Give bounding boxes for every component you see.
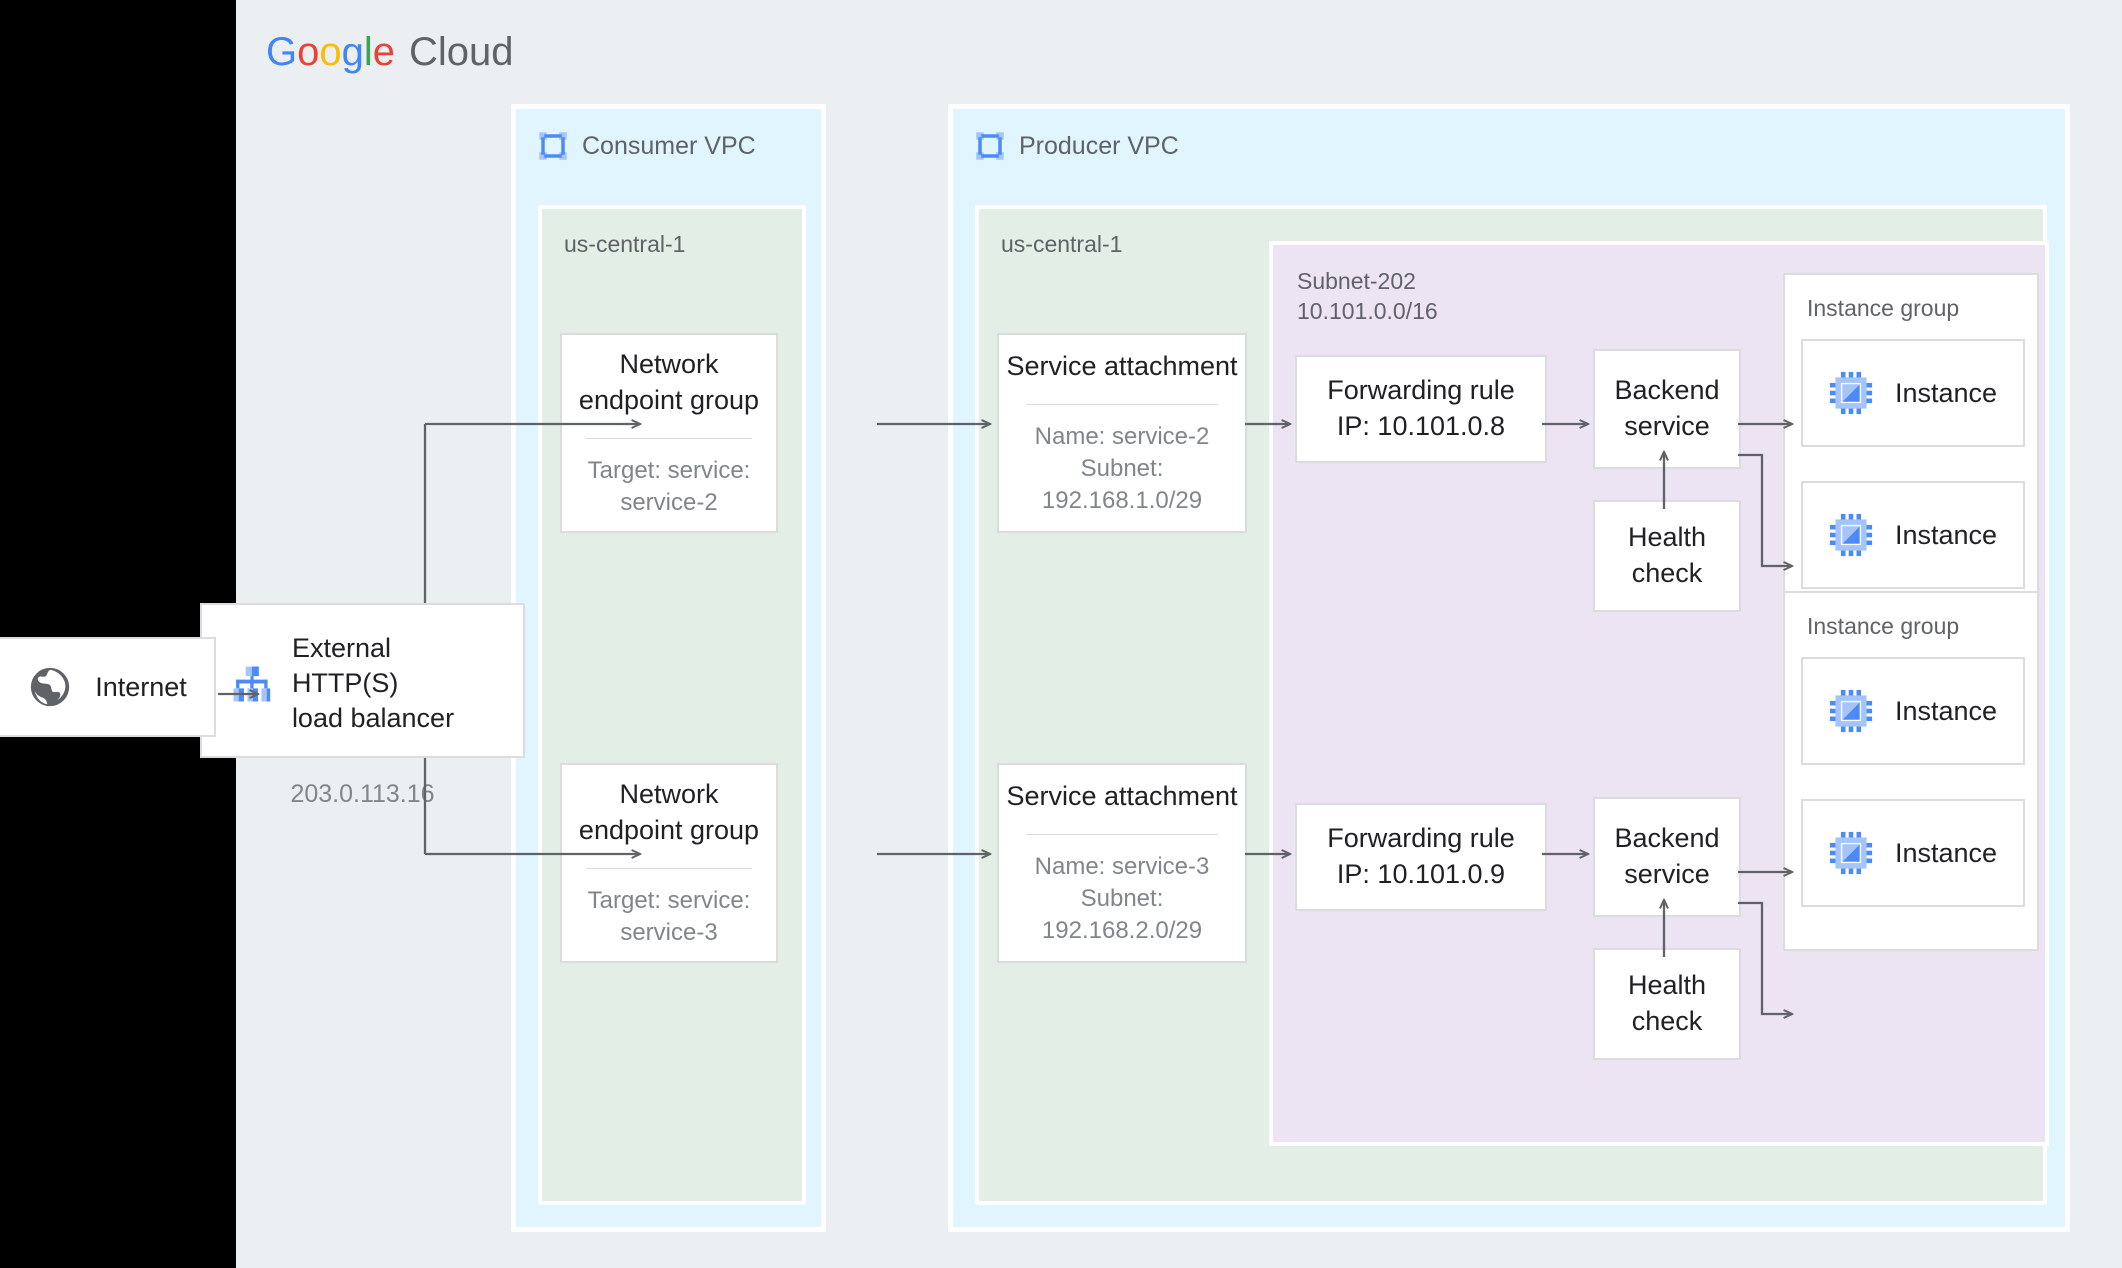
- chip-icon: [1829, 513, 1873, 557]
- consumer-vpc-container: Consumer VPC us-central-1 Network endpoi…: [511, 104, 826, 1232]
- neg-2-subtitle: Target: service: service-3: [587, 886, 751, 946]
- instance-2-2[interactable]: Instance: [1801, 799, 2025, 907]
- logo-letter-e: e: [372, 30, 396, 74]
- forwarding-rule-1-title: Forwarding rule IP: 10.101.0.8: [1327, 375, 1515, 441]
- load-balancer-ip: 203.0.113.16: [290, 780, 435, 809]
- logo-letter-o2: o: [319, 30, 342, 74]
- service-attachment-2[interactable]: Service attachment Name: service-3 Subne…: [997, 763, 1247, 963]
- logo-letter-o1: o: [297, 30, 320, 74]
- chip-icon: [1829, 371, 1873, 415]
- chip-icon: [1829, 831, 1873, 875]
- backend-service-2[interactable]: Backend service: [1593, 797, 1741, 917]
- internet-node[interactable]: Internet: [0, 637, 216, 737]
- subnet-202-label: Subnet-202 10.101.0.0/16: [1297, 268, 1438, 324]
- instance-1-2[interactable]: Instance: [1801, 481, 2025, 589]
- health-check-1-title: Health check: [1627, 522, 1707, 588]
- service-attachment-2-divider: [1026, 833, 1218, 835]
- neg-1-title: Network endpoint group: [578, 349, 760, 416]
- producer-vpc-container: Producer VPC us-central-1 Service attach…: [948, 104, 2070, 1232]
- consumer-vpc-label: Consumer VPC: [582, 131, 756, 160]
- logo-letter-g1: G: [266, 30, 298, 74]
- backend-service-1-title: Backend service: [1614, 375, 1720, 441]
- instance-2-1[interactable]: Instance: [1801, 657, 2025, 765]
- vpc-icon: [539, 132, 567, 160]
- load-balancer-header: External HTTP(S) load balancer: [230, 631, 495, 736]
- backend-service-2-title: Backend service: [1614, 823, 1720, 889]
- globe-icon: [31, 667, 70, 707]
- neg-1-subtitle: Target: service: service-2: [587, 456, 751, 516]
- load-balancer-title: External HTTP(S) load balancer: [291, 633, 455, 734]
- external-http-load-balancer[interactable]: External HTTP(S) load balancer 203.0.113…: [200, 603, 525, 808]
- producer-vpc-header: Producer VPC: [975, 131, 1179, 161]
- forwarding-rule-2-title: Forwarding rule IP: 10.101.0.9: [1327, 823, 1515, 889]
- service-attachment-2-subtitle: Name: service-3 Subnet: 192.168.2.0/29: [1034, 852, 1210, 944]
- load-balancer-icon: [233, 666, 271, 702]
- instance-1-1-label: Instance: [1894, 377, 1998, 408]
- consumer-region-container: us-central-1 Network endpoint group Targ…: [538, 205, 806, 1205]
- instance-group-1-label: Instance group: [1807, 295, 1960, 321]
- logo-cloud-word: Cloud: [409, 30, 514, 74]
- instance-2-1-label: Instance: [1894, 695, 1998, 726]
- logo-letter-g2: g: [341, 30, 364, 74]
- neg-2-title: Network endpoint group: [578, 779, 760, 846]
- chip-icon: [1829, 689, 1873, 733]
- health-check-2[interactable]: Health check: [1593, 948, 1741, 1060]
- service-attachment-1[interactable]: Service attachment Name: service-2 Subne…: [997, 333, 1247, 533]
- consumer-region-label: us-central-1: [564, 231, 686, 257]
- neg-1-divider: [585, 437, 753, 439]
- service-attachment-1-title: Service attachment: [1006, 351, 1238, 382]
- instance-2-2-label: Instance: [1894, 837, 1998, 868]
- instance-group-2-label: Instance group: [1807, 613, 1960, 639]
- instance-group-2: Instance group: [1783, 591, 2039, 951]
- vpc-icon: [976, 132, 1004, 160]
- forwarding-rule-1[interactable]: Forwarding rule IP: 10.101.0.8: [1295, 355, 1547, 463]
- consumer-vpc-header: Consumer VPC: [538, 131, 756, 161]
- instance-group-1: Instance group: [1783, 273, 2039, 633]
- forwarding-rule-2[interactable]: Forwarding rule IP: 10.101.0.9: [1295, 803, 1547, 911]
- neg-2-divider: [585, 867, 753, 869]
- instance-1-2-label: Instance: [1894, 519, 1998, 550]
- google-cloud-boundary: Google Cloud Consumer VPC us-central-1: [200, 0, 2122, 1268]
- producer-region-container: us-central-1 Service attachment Name: se…: [975, 205, 2049, 1205]
- instance-1-1[interactable]: Instance: [1801, 339, 2025, 447]
- health-check-2-title: Health check: [1627, 970, 1707, 1036]
- service-attachment-1-subtitle: Name: service-2 Subnet: 192.168.1.0/29: [1034, 422, 1210, 514]
- producer-region-label: us-central-1: [1001, 231, 1123, 257]
- subnet-202-container: Subnet-202 10.101.0.0/16 Forwarding rule…: [1269, 241, 2049, 1146]
- backend-service-1[interactable]: Backend service: [1593, 349, 1741, 469]
- producer-vpc-label: Producer VPC: [1019, 131, 1179, 160]
- logo-letter-l: l: [363, 30, 373, 74]
- health-check-1[interactable]: Health check: [1593, 500, 1741, 612]
- internet-label: Internet: [95, 671, 187, 702]
- service-attachment-2-title: Service attachment: [1006, 781, 1238, 812]
- network-endpoint-group-1[interactable]: Network endpoint group Target: service: …: [560, 333, 778, 533]
- google-cloud-logo: Google Cloud: [266, 30, 514, 75]
- network-endpoint-group-2[interactable]: Network endpoint group Target: service: …: [560, 763, 778, 963]
- service-attachment-1-divider: [1026, 403, 1218, 405]
